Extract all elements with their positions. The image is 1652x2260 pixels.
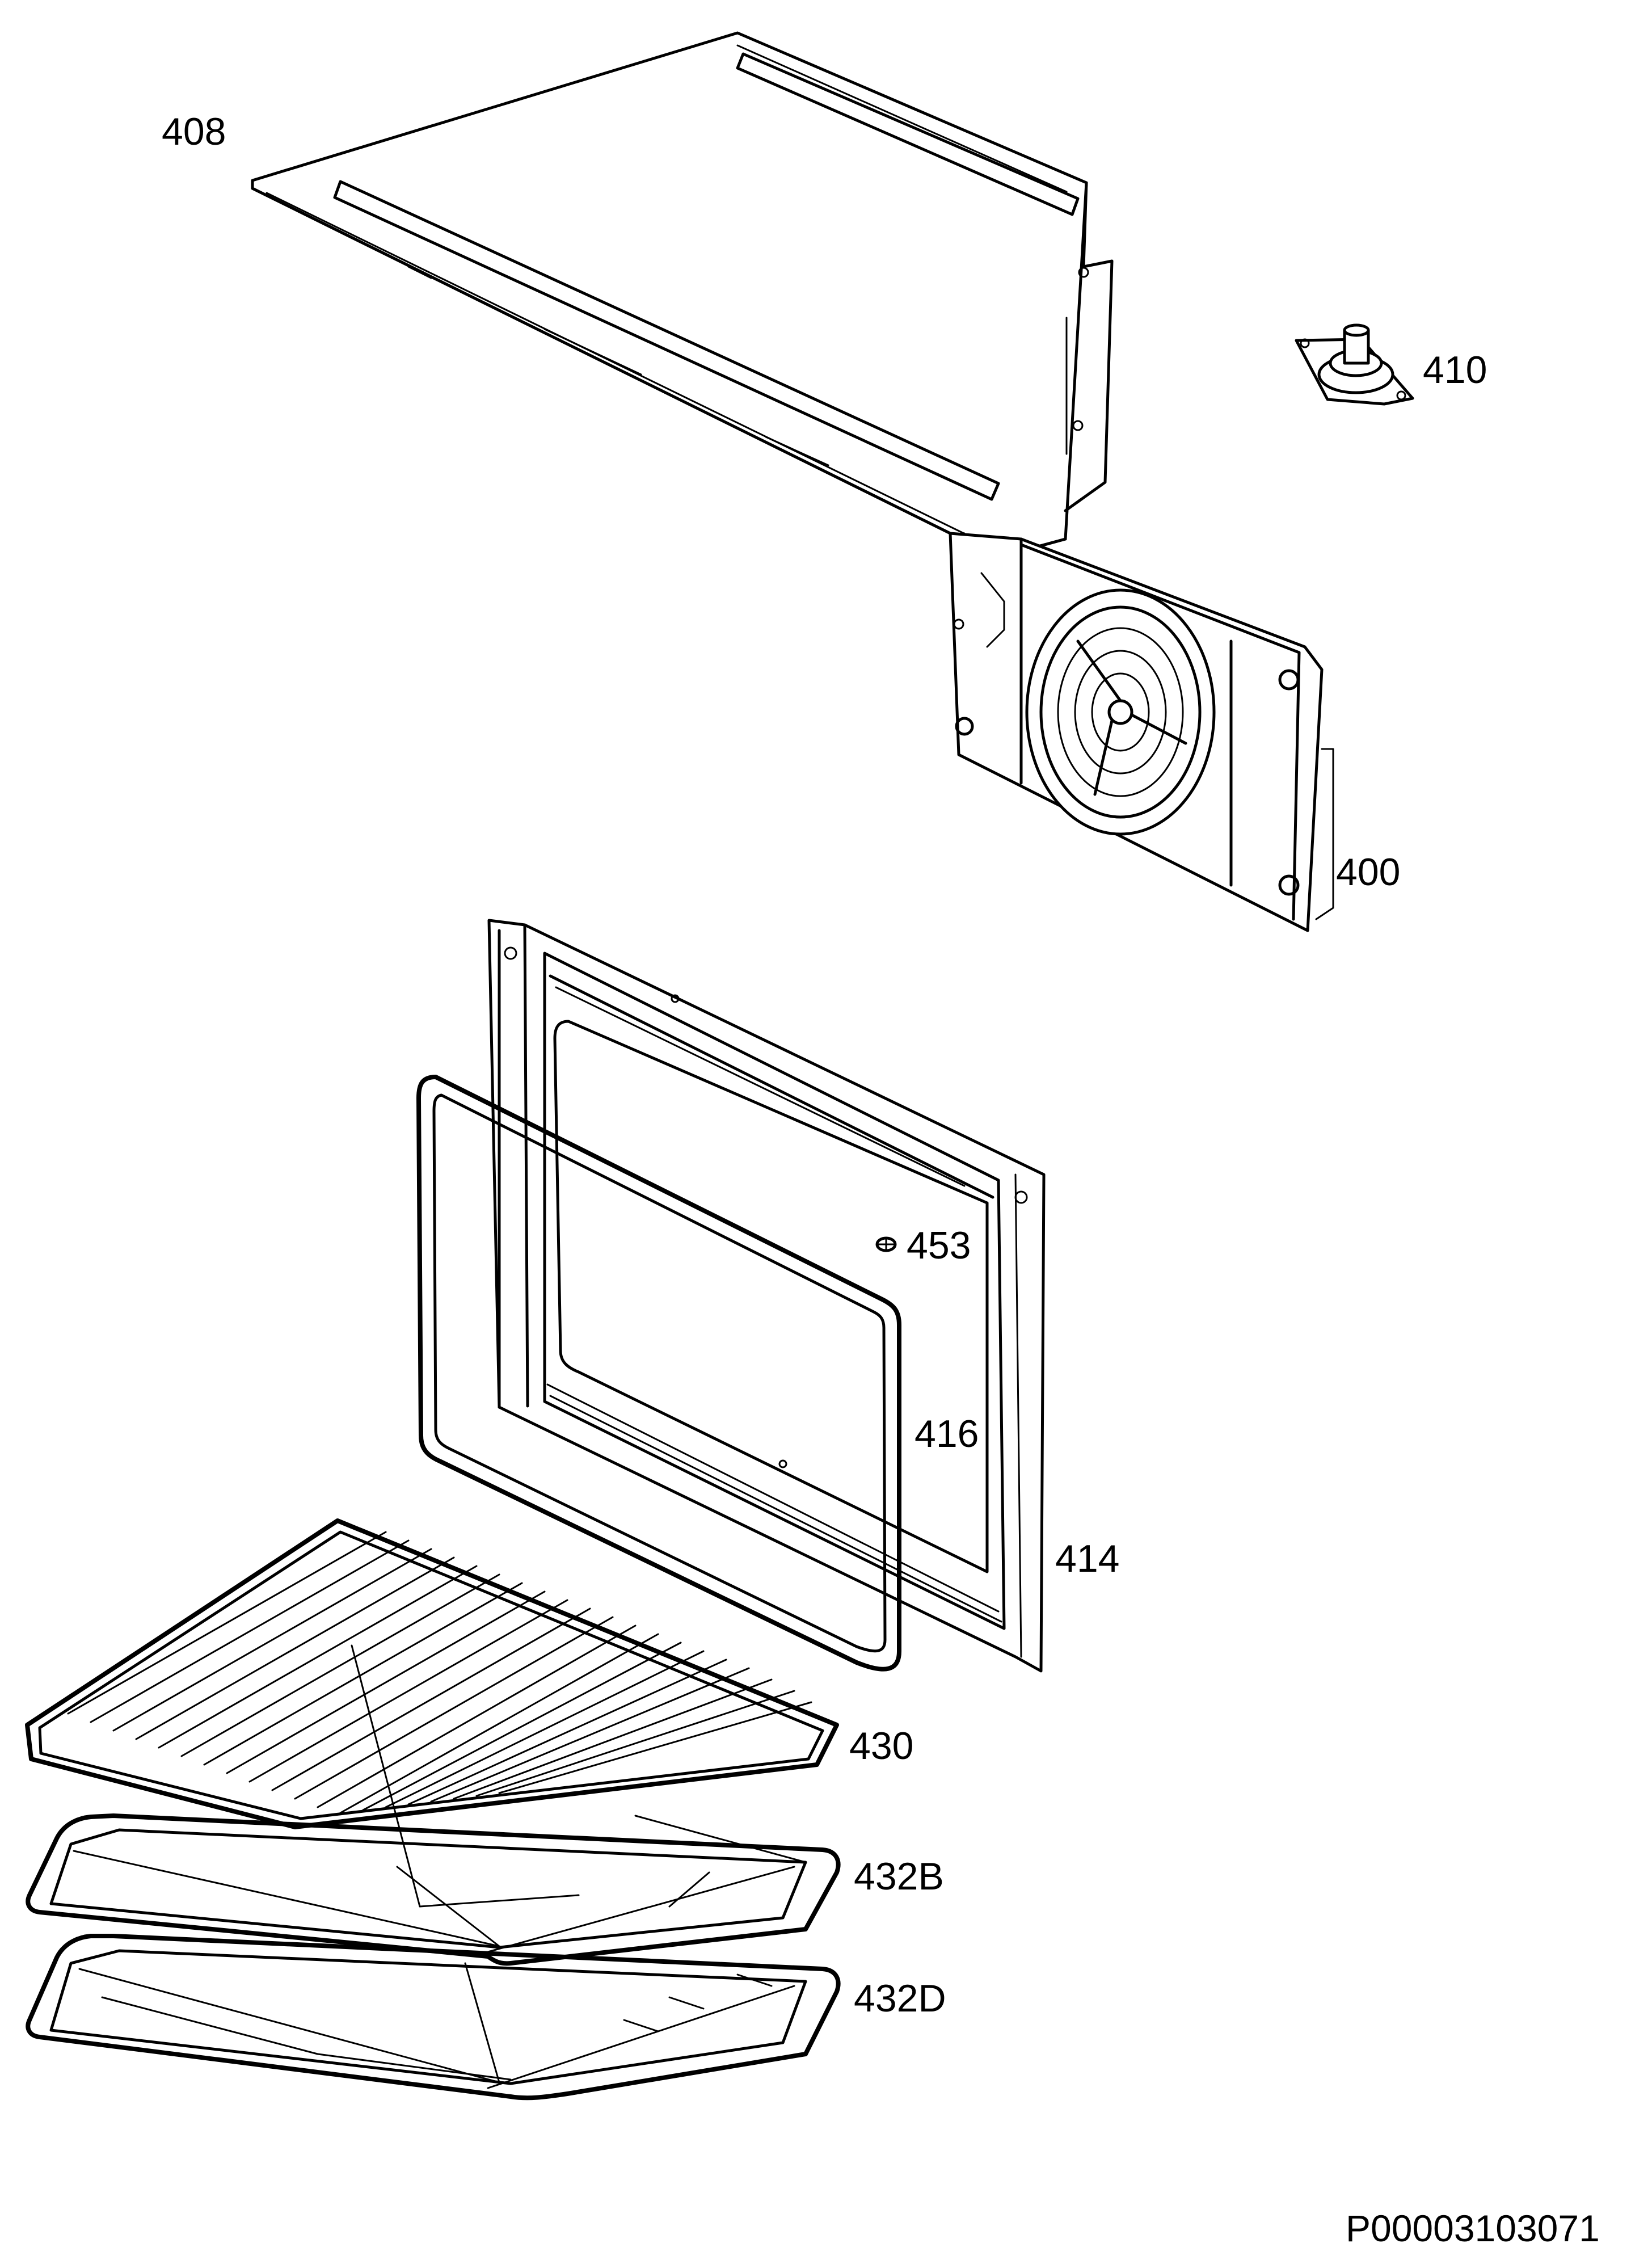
- callout-430: 430: [849, 1724, 913, 1767]
- part-416-door-gasket[interactable]: [416, 1075, 901, 1672]
- callout-416: 416: [914, 1412, 979, 1455]
- callout-408: 408: [162, 110, 226, 153]
- document-id: P00003103071: [1346, 2207, 1600, 2249]
- callout-414: 414: [1055, 1537, 1119, 1580]
- callout-410: 410: [1423, 348, 1487, 392]
- part-430-wire-rack[interactable]: [25, 1518, 839, 1908]
- callout-400: 400: [1336, 851, 1400, 894]
- callout-432d: 432D: [854, 1977, 946, 2020]
- part-408-top-cover[interactable]: [251, 31, 1114, 559]
- part-432d-deep-tray[interactable]: [26, 1934, 841, 2101]
- part-400-rear-panel-fan[interactable]: [949, 532, 1334, 932]
- callout-432b: 432B: [854, 1855, 944, 1898]
- part-414-door-frame[interactable]: [487, 919, 1046, 1673]
- part-432b-baking-tray[interactable]: [26, 1813, 841, 1966]
- part-410-motor-mount[interactable]: [1295, 323, 1414, 406]
- callout-453: 453: [907, 1224, 971, 1267]
- part-453-screw[interactable]: [875, 1236, 897, 1252]
